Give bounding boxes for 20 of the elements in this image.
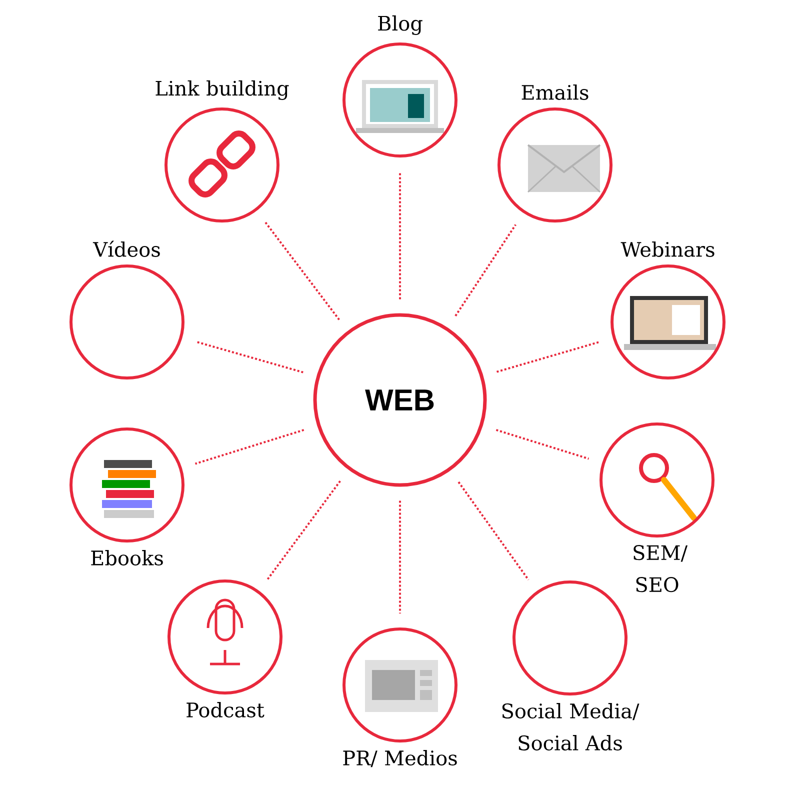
dotted-line xyxy=(264,221,340,320)
dotted-line xyxy=(399,500,401,614)
node-label: Blog xyxy=(378,15,422,35)
node-label: SEM/ SEO xyxy=(634,545,688,592)
dotted-line xyxy=(496,341,600,373)
dotted-line xyxy=(454,224,516,316)
dotted-line xyxy=(458,481,530,580)
node-label: Webinars xyxy=(620,241,714,257)
node-label: Link building xyxy=(156,80,289,100)
node-label: Emails xyxy=(522,84,588,100)
dotted-line xyxy=(266,480,341,580)
node-label: Podcast xyxy=(186,702,264,718)
node-label: PR/ Medios xyxy=(343,750,457,768)
node-label: Ebooks xyxy=(91,550,163,566)
node-label: Social Media/ Social Ads xyxy=(502,703,640,751)
dotted-line xyxy=(399,172,401,300)
dotted-line xyxy=(496,429,590,460)
dotted-line xyxy=(194,429,304,465)
dotted-line xyxy=(195,340,304,374)
node-label: Vídeos xyxy=(92,240,160,257)
